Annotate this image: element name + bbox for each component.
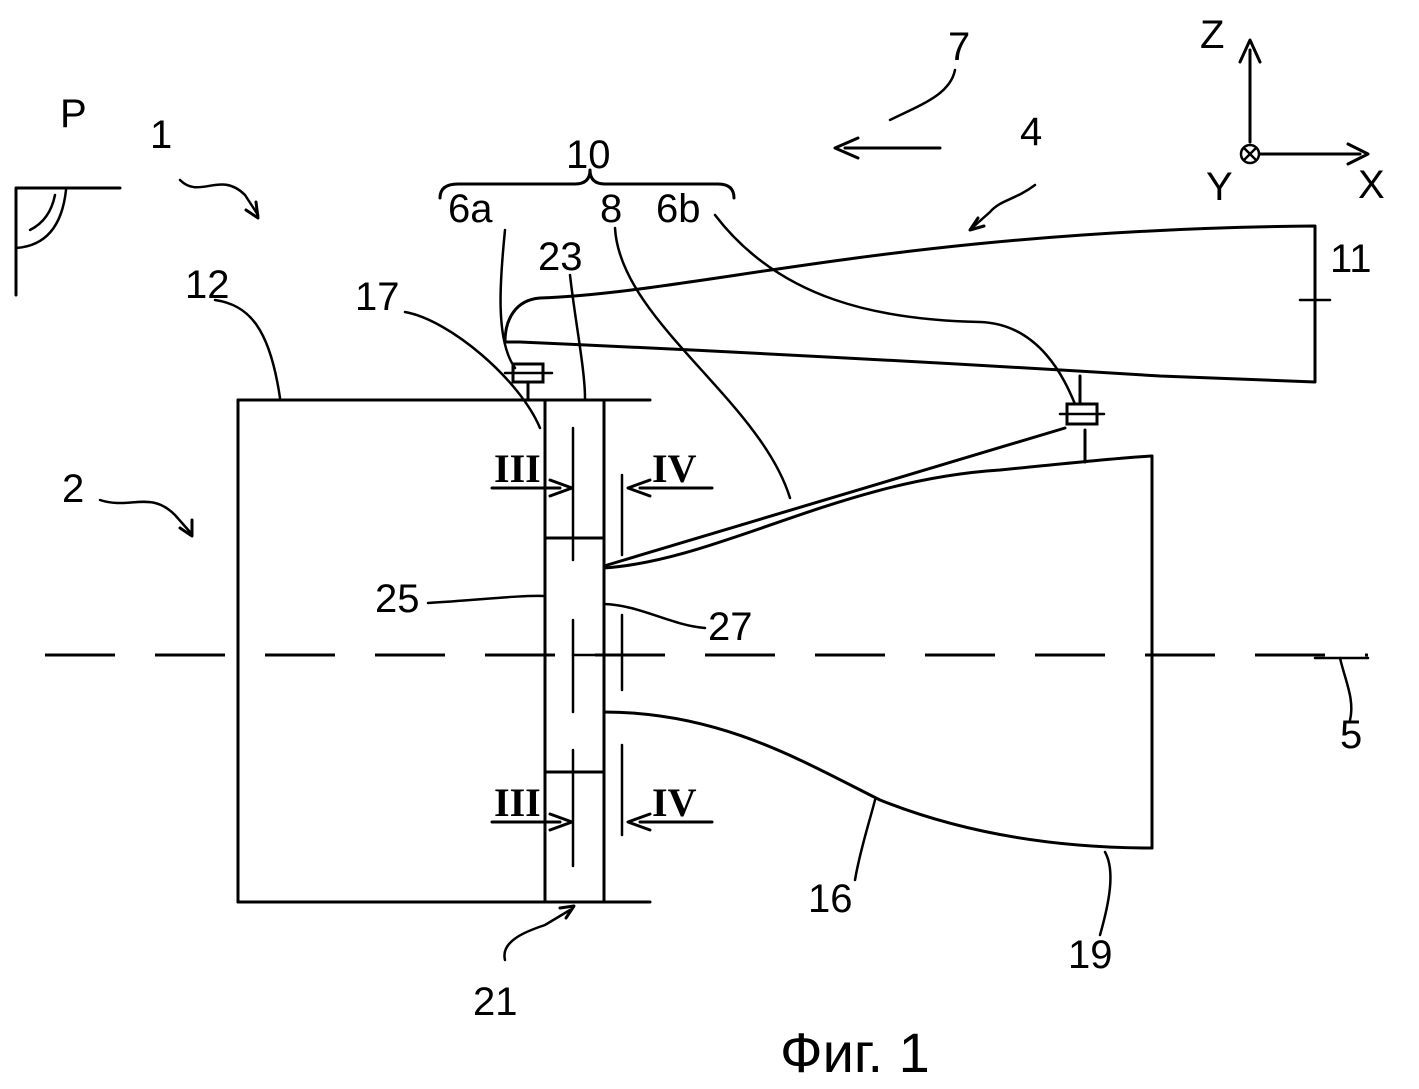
direction-arrow <box>833 68 957 160</box>
label-10: 10 <box>566 133 611 177</box>
label-p: P <box>60 92 87 136</box>
section-iv-top: IV <box>652 446 697 491</box>
axis-system <box>1238 38 1370 166</box>
section-iii-top: III <box>494 446 541 491</box>
label-19: 19 <box>1068 933 1113 977</box>
ring-flange <box>543 398 642 904</box>
brace-10 <box>438 168 736 200</box>
label-5: 5 <box>1340 713 1362 757</box>
section-arrows <box>490 478 714 832</box>
label-17: 17 <box>355 275 400 319</box>
label-11: 11 <box>1330 237 1372 281</box>
attachments <box>503 362 1106 426</box>
plane-p-symbol <box>14 186 122 297</box>
label-1: 1 <box>150 113 172 157</box>
label-4: 4 <box>1020 110 1042 154</box>
label-2: 2 <box>62 467 84 511</box>
axis-labels: Z X Y <box>1200 13 1385 209</box>
label-6b: 6b <box>656 187 701 231</box>
label-21: 21 <box>473 980 518 1024</box>
axis-label-x: X <box>1358 163 1385 207</box>
figure-caption: Фиг. 1 <box>780 1021 930 1084</box>
label-25: 25 <box>375 577 420 621</box>
link-rod <box>602 374 1082 568</box>
pylon <box>503 224 1332 384</box>
label-7: 7 <box>948 25 970 69</box>
label-8: 8 <box>600 187 622 231</box>
section-iii-bottom: III <box>494 780 541 825</box>
label-6a: 6a <box>448 187 493 231</box>
leader-lines <box>28 178 1370 962</box>
nozzle <box>602 428 1154 850</box>
axis-label-z: Z <box>1200 13 1224 57</box>
section-iv-bottom: IV <box>652 780 697 825</box>
label-23: 23 <box>538 235 583 279</box>
section-labels: III IV III IV <box>494 446 697 825</box>
axis-label-y: Y <box>1206 165 1233 209</box>
labels: P 1 2 4 5 6a 6b 7 8 10 11 12 16 17 19 21… <box>60 25 1372 1024</box>
main-body <box>236 398 652 904</box>
label-16: 16 <box>808 877 853 921</box>
label-12: 12 <box>185 263 230 307</box>
label-27: 27 <box>708 605 753 649</box>
